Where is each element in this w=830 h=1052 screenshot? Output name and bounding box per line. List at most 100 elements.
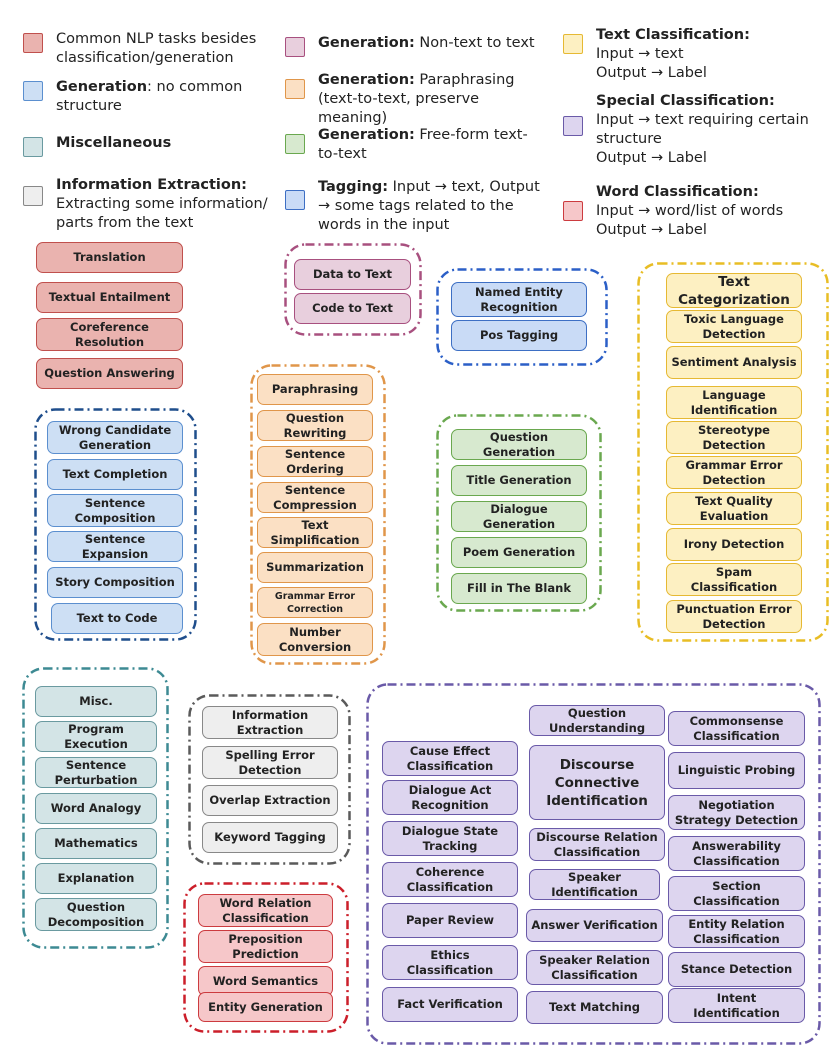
task-box: Question Understanding: [529, 705, 665, 736]
task-box: Dialogue Generation: [451, 501, 587, 532]
legend-generation-freeform: Generation: Free-form text-to-text: [285, 126, 540, 164]
group-frame-outline: [188, 694, 351, 865]
task-box: Dialogue Act Recognition: [382, 780, 518, 815]
legend-swatch-teal: [23, 137, 43, 157]
task-box: Punctuation Error Detection: [666, 600, 802, 633]
task-box: Story Composition: [47, 567, 183, 598]
group-frame-yellow: [637, 262, 829, 642]
legend-misc: Miscellaneous: [23, 134, 273, 157]
task-box: Stance Detection: [668, 952, 805, 987]
task-box: Data to Text: [294, 259, 411, 290]
task-box: Spam Classification: [666, 563, 802, 596]
task-box: Grammar Error Correction: [257, 587, 373, 618]
legend-generation-paraphrasing: Generation: Paraphrasing (text-to-text, …: [285, 71, 550, 128]
group-frame-gray: [188, 694, 351, 865]
legend-information-extraction: Information Extraction: Extracting some …: [23, 176, 273, 233]
task-box: Paraphrasing: [257, 374, 373, 405]
legend-text-red: Common NLP tasks besides classification/…: [56, 31, 257, 66]
group-frame-outline: [34, 408, 197, 641]
group-frame-outline: [22, 667, 169, 949]
group-frame-outline: [366, 683, 821, 1045]
task-box: Fill in The Blank: [451, 573, 587, 604]
group-frame-outline: [250, 364, 386, 665]
task-box: Summarization: [257, 552, 373, 583]
task-box: Text Matching: [526, 991, 663, 1024]
task-box: Grammar Error Detection: [666, 456, 802, 489]
legend-special-classification: Special Classification:Input → text requ…: [563, 92, 825, 168]
task-box: Spelling Error Detection: [202, 746, 338, 779]
group-frame-border: [22, 667, 169, 949]
task-box: Translation: [36, 242, 183, 273]
task-box: Pos Tagging: [451, 320, 587, 351]
task-box: Word Relation Classification: [198, 894, 333, 927]
task-box: Coherence Classification: [382, 862, 518, 897]
task-box: Speaker Relation Classification: [526, 950, 663, 985]
group-frame-outline: [637, 262, 829, 642]
task-box: Sentence Composition: [47, 494, 183, 527]
task-box: Sentiment Analysis: [666, 346, 802, 379]
task-box: Entity Relation Classification: [668, 915, 805, 948]
legend-swatch-purple: [563, 116, 583, 136]
group-frame-border: [188, 694, 351, 865]
task-box: Overlap Extraction: [202, 785, 338, 816]
task-box: Word Semantics: [198, 966, 333, 996]
task-box: Cause Effect Classification: [382, 741, 518, 776]
task-box: Number Conversion: [257, 623, 373, 656]
task-box: Question Rewriting: [257, 410, 373, 441]
task-box: Word Analogy: [35, 793, 157, 824]
legend-swatch-yellow: [563, 34, 583, 54]
task-box: Mathematics: [35, 828, 157, 859]
group-frame-teal: [22, 667, 169, 949]
group-frame-border: [183, 882, 349, 1033]
task-box: Question Decomposition: [35, 898, 157, 931]
task-box: Misc.: [35, 686, 157, 717]
legend-swatch-blue: [23, 81, 43, 101]
task-box: Title Generation: [451, 465, 587, 496]
group-frame-green: [436, 414, 602, 612]
task-box: Speaker Identification: [529, 869, 660, 900]
legend-swatch-orange: [285, 79, 305, 99]
task-box: Linguistic Probing: [668, 752, 805, 789]
legend-generation-nontext: Generation: Non-text to text: [285, 34, 540, 57]
group-frame-outline: [284, 243, 422, 336]
task-box: Negotiation Strategy Detection: [668, 795, 805, 830]
task-box: Poem Generation: [451, 537, 587, 568]
task-box: Paper Review: [382, 903, 518, 938]
task-box: Coreference Resolution: [36, 318, 183, 351]
task-box: Sentence Perturbation: [35, 757, 157, 788]
group-frame-border: [436, 268, 608, 366]
task-box: Entity Generation: [198, 992, 333, 1022]
group-frame-border: [637, 262, 829, 642]
group-frame-outline: [436, 414, 602, 612]
legend-swatch-rose: [563, 201, 583, 221]
task-box: Section Classification: [668, 876, 805, 911]
legend-word-classification: Word Classification:Input → word/list of…: [563, 183, 825, 240]
group-frame-blue: [34, 408, 197, 641]
legend-swatch-tag: [285, 190, 305, 210]
legend-swatch-gray: [23, 186, 43, 206]
group-frame-border: [34, 408, 197, 641]
task-box: Answer Verification: [526, 909, 663, 942]
group-frame-pink: [284, 243, 422, 336]
group-frame-rose: [183, 882, 349, 1033]
legend-common-nlp: Common NLP tasks besides classification/…: [23, 30, 273, 68]
legend-tagging: Tagging: Input → text, Output → some tag…: [285, 178, 545, 235]
legend-swatch-pink: [285, 37, 305, 57]
task-box: Stereotype Detection: [666, 421, 802, 454]
group-frame-border: [436, 414, 602, 612]
task-box: Keyword Tagging: [202, 822, 338, 853]
legend-swatch-green: [285, 134, 305, 154]
task-box: Code to Text: [294, 293, 411, 324]
group-frame-border: [250, 364, 386, 665]
task-box: Question Generation: [451, 429, 587, 460]
task-box: Named Entity Recognition: [451, 282, 587, 317]
group-frame-purple: [366, 683, 821, 1045]
task-box: Preposition Prediction: [198, 930, 333, 963]
task-box: Text Simplification: [257, 517, 373, 548]
legend-swatch-red: [23, 33, 43, 53]
task-box: Discourse Connective Identification: [529, 745, 665, 820]
group-frame-orange: [250, 364, 386, 665]
group-frame-border: [284, 243, 422, 336]
task-box: Sentence Expansion: [47, 531, 183, 562]
